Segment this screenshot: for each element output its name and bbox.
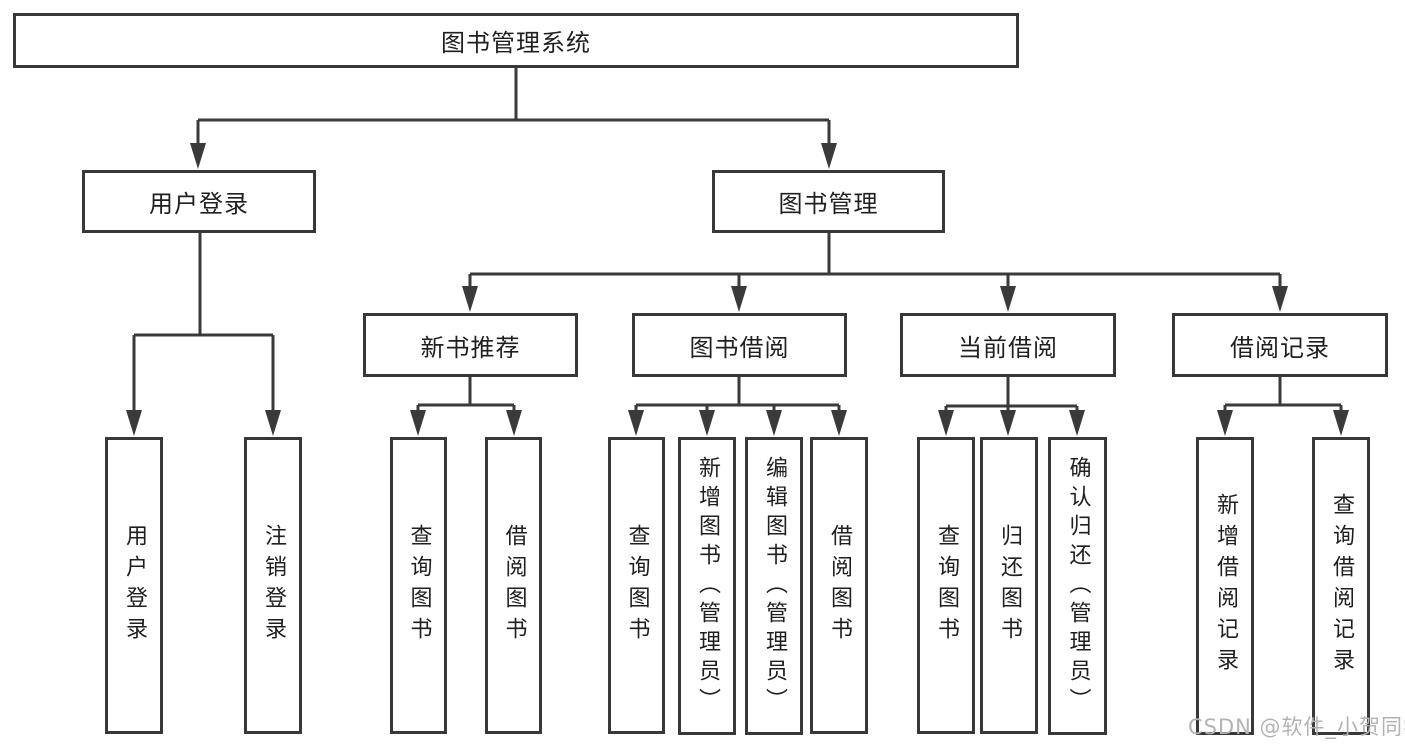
- leaf-label: 借阅图书: [827, 523, 852, 648]
- leaf-return-books: 归还图书: [980, 437, 1038, 734]
- csdn-watermark: CSDN @软件_小贺同学: [1188, 715, 1405, 739]
- leaf-user-login: 用户登录: [105, 437, 163, 734]
- leaf-query-books-recommend: 查询图书: [390, 437, 447, 734]
- leaf-label: 查询图书: [934, 523, 959, 648]
- node-library-management-system: 图书管理系统: [13, 13, 1019, 68]
- node-label: 图书管理系统: [441, 29, 591, 57]
- node-label: 当前借阅: [958, 333, 1058, 362]
- node-borrowing-records: 借阅记录: [1172, 313, 1388, 377]
- leaf-borrow-books: 借阅图书: [810, 437, 868, 734]
- leaf-label: 用户登录: [122, 523, 147, 648]
- node-new-book-recommend: 新书推荐: [363, 313, 578, 377]
- leaf-add-borrow-record: 新增借阅记录: [1196, 437, 1254, 735]
- leaf-confirm-return-admin: 确认归还（管理员）: [1048, 437, 1107, 735]
- leaf-add-books-admin: 新增图书（管理员）: [678, 437, 736, 735]
- node-label: 图书借阅: [689, 333, 790, 362]
- leaf-query-books-current: 查询图书: [917, 437, 975, 734]
- leaf-label: 注销登录: [261, 523, 286, 648]
- node-label: 用户登录: [149, 190, 249, 218]
- leaf-label: 查询借阅记录: [1329, 493, 1354, 679]
- tree-edges: [132, 68, 1343, 414]
- node-book-management: 图书管理: [712, 170, 945, 233]
- node-label: 图书管理: [778, 190, 879, 218]
- node-user-login: 用户登录: [82, 170, 316, 233]
- leaf-label: 查询图书: [624, 523, 650, 648]
- leaf-label: 查询图书: [406, 523, 432, 648]
- node-label: 新书推荐: [420, 333, 521, 362]
- leaf-label: 编辑图书（管理员）: [762, 455, 787, 717]
- node-label: 借阅记录: [1230, 333, 1330, 362]
- leaf-label: 借阅图书: [501, 523, 527, 648]
- leaf-edit-books-admin: 编辑图书（管理员）: [745, 437, 803, 735]
- node-book-borrowing: 图书借阅: [632, 313, 847, 377]
- leaf-logout: 注销登录: [244, 437, 302, 734]
- leaf-label: 归还图书: [997, 523, 1022, 648]
- leaf-query-borrow-record: 查询借阅记录: [1312, 437, 1370, 735]
- leaf-borrow-books-recommend: 借阅图书: [485, 437, 542, 734]
- leaf-label: 确认归还（管理员）: [1065, 455, 1091, 717]
- leaf-label: 新增图书（管理员）: [695, 455, 720, 717]
- arrowheads: [126, 143, 1349, 436]
- leaf-label: 新增借阅记录: [1213, 493, 1238, 679]
- leaf-query-books-borrow: 查询图书: [608, 437, 665, 734]
- node-current-borrowing: 当前借阅: [900, 313, 1116, 377]
